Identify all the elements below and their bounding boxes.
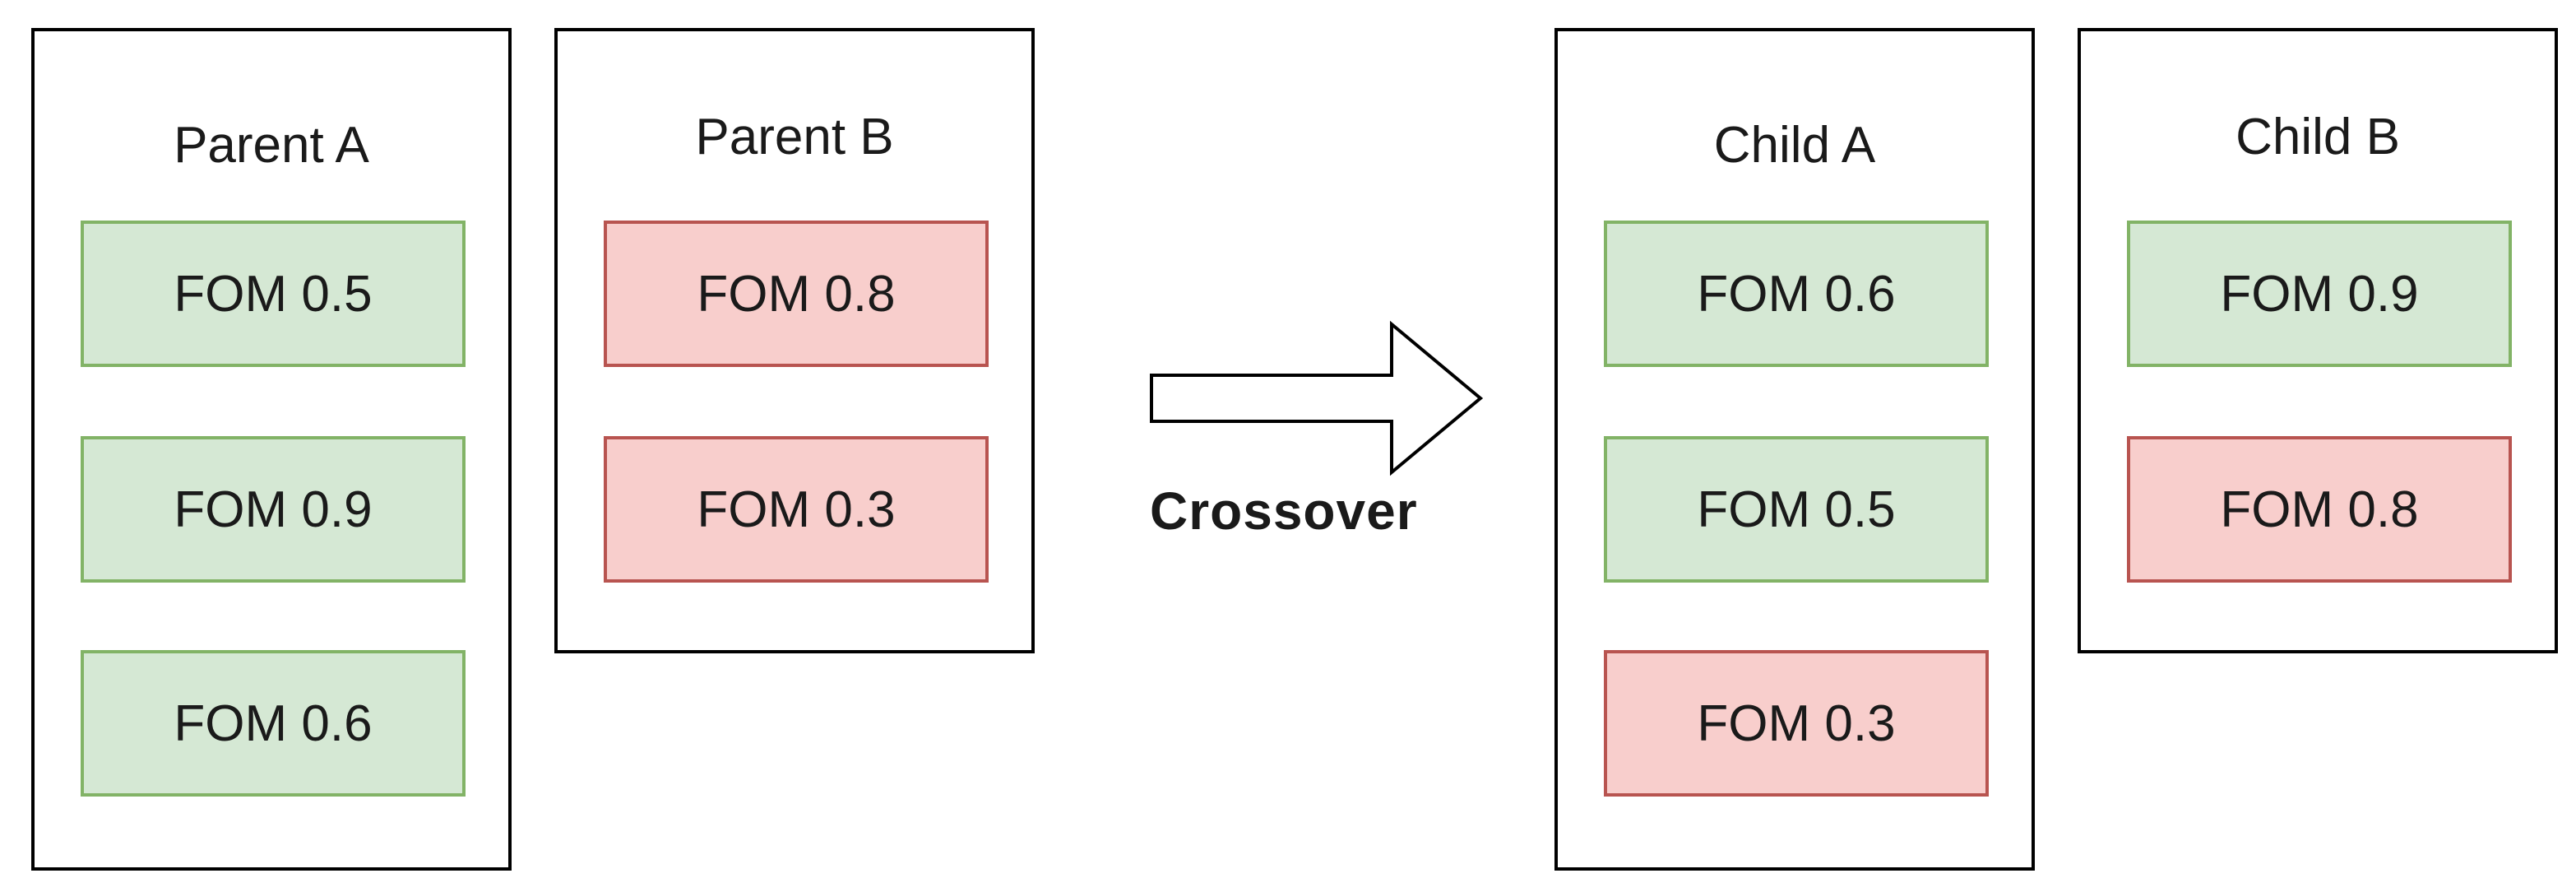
parent-b-gene-2: FOM 0.3 [604, 436, 989, 583]
child-a-gene-1: FOM 0.6 [1604, 221, 1989, 367]
parent-b-title: Parent B [695, 109, 894, 165]
parent-a-gene-1: FOM 0.5 [81, 221, 466, 367]
child-b-panel: Child B FOM 0.9 FOM 0.8 [2078, 28, 2558, 653]
parent-b-gene-1: FOM 0.8 [604, 221, 989, 367]
child-a-title: Child A [1713, 117, 1876, 174]
parent-a-title: Parent A [174, 117, 369, 174]
parent-b-panel: Parent B FOM 0.8 FOM 0.3 [554, 28, 1035, 653]
right-arrow-icon [1150, 320, 1484, 476]
child-b-gene-2: FOM 0.8 [2127, 436, 2512, 583]
parent-a-gene-3: FOM 0.6 [81, 650, 466, 797]
child-a-gene-2: FOM 0.5 [1604, 436, 1989, 583]
child-b-gene-1: FOM 0.9 [2127, 221, 2512, 367]
child-a-panel: Child A FOM 0.6 FOM 0.5 FOM 0.3 [1554, 28, 2035, 871]
child-a-gene-3: FOM 0.3 [1604, 650, 1989, 797]
parent-a-panel: Parent A FOM 0.5 FOM 0.9 FOM 0.6 [31, 28, 512, 871]
crossover-label: Crossover [1150, 481, 1418, 541]
parent-a-gene-2: FOM 0.9 [81, 436, 466, 583]
child-b-title: Child B [2235, 109, 2400, 165]
